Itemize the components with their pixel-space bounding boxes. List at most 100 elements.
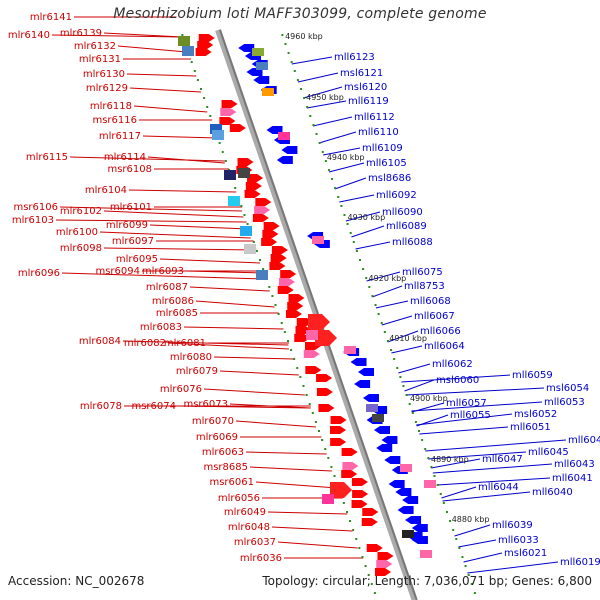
leader-line (427, 451, 527, 460)
leader-line (99, 231, 251, 239)
forward-gene (262, 230, 279, 238)
track-dot (209, 115, 212, 117)
reverse-gene (374, 426, 390, 434)
reverse-gene (411, 536, 428, 544)
leader-line (454, 524, 491, 537)
track-dot (234, 187, 237, 189)
feature-box (306, 330, 318, 340)
track-dot (305, 394, 308, 396)
forward-gene (277, 286, 294, 294)
reverse-gene (253, 76, 270, 84)
reverse-gene (350, 358, 367, 366)
leader-line (159, 258, 261, 264)
feature-box (240, 226, 252, 236)
forward-gene (351, 478, 368, 486)
scale-label: 4910 kbp (389, 334, 427, 343)
right-track (281, 34, 476, 594)
gene-label-right: mll6046 (568, 435, 600, 446)
gene-label-left: mlr6036 (240, 553, 282, 564)
gene-label-right: mll6067 (414, 311, 455, 322)
leader-line (128, 189, 237, 193)
leader-line (69, 156, 225, 162)
forward-gene (252, 214, 269, 222)
leader-line (463, 552, 503, 563)
track-dot (380, 322, 383, 324)
reverse-gene (395, 488, 412, 496)
track-dot (396, 367, 399, 369)
gene-label-right: mll6033 (498, 535, 539, 546)
track-dot (364, 565, 367, 567)
track-dot (302, 385, 305, 387)
track-dot (386, 340, 389, 342)
track-dot (436, 484, 439, 486)
reverse-gene (402, 496, 419, 504)
leader-line (441, 486, 477, 499)
leader-line (122, 340, 289, 346)
leader-line (213, 356, 294, 360)
gene-label-right: mll6109 (362, 143, 403, 154)
track-dot (284, 43, 287, 45)
forward-gene (269, 262, 286, 270)
gene-label-left: mlr6076 (160, 384, 202, 395)
track-dot (393, 358, 396, 360)
feature-box (224, 170, 236, 180)
track-dot (314, 421, 317, 423)
forward-gene (255, 198, 272, 206)
reverse-gene (362, 394, 379, 402)
feature-box (420, 550, 432, 558)
track-dot (303, 97, 306, 99)
scale-label: 4960 kbp (285, 32, 323, 41)
gene-label-left: mlr6093 (142, 266, 184, 277)
track-dot (439, 493, 442, 495)
forward-gene (271, 246, 288, 254)
track-dot (290, 349, 293, 351)
track-dot (290, 61, 293, 63)
track-dot (221, 151, 224, 153)
forward-gene (330, 438, 347, 446)
track-dot (309, 115, 312, 117)
feature-box (372, 414, 384, 422)
feature-box (210, 124, 222, 134)
track-dot (449, 520, 452, 522)
leader-line (55, 219, 247, 223)
gene-label-right: mll6092 (376, 190, 417, 201)
gene-label-left: msr6116 (92, 115, 137, 126)
gene-label-left: mlr6141 (30, 12, 72, 23)
track-dot (190, 61, 193, 63)
scale-label: 4900 kbp (410, 394, 448, 403)
forward-gene (342, 462, 359, 470)
leader-line (381, 315, 413, 326)
feature-box (262, 88, 274, 96)
gene-label-left: mlr6131 (79, 54, 121, 65)
track-dot (455, 538, 458, 540)
track-dot (418, 430, 420, 432)
track-dot (373, 592, 376, 594)
track-dot (424, 448, 427, 450)
leader-line (219, 370, 299, 376)
track-dot (473, 592, 476, 594)
genome-summary-text: Topology: circular; Length: 7,036,071 bp… (262, 574, 592, 588)
track-dot (203, 97, 206, 99)
leader-line (432, 463, 553, 474)
forward-gene (287, 302, 304, 310)
reverse-gene (238, 44, 255, 52)
leader-line (366, 271, 401, 282)
forward-gene (374, 568, 391, 576)
forward-gene (197, 41, 214, 49)
forward-gene (330, 416, 347, 424)
track-dot (193, 70, 196, 72)
track-dot (345, 511, 348, 513)
forward-gene (341, 448, 358, 456)
leader-line (391, 345, 423, 354)
gene-label-right: mll8753 (404, 281, 445, 292)
forward-gene (316, 374, 333, 382)
gene-label-right: mll6088 (392, 237, 433, 248)
scale-label: 4920 kbp (369, 274, 407, 283)
gene-label-left: mlr6086 (152, 296, 194, 307)
leader-line (147, 156, 225, 164)
leader-line (334, 177, 367, 190)
leader-line (126, 73, 197, 77)
leader-line (203, 388, 305, 396)
gene-label-left: mlr6118 (90, 101, 132, 112)
gene-label-left: msr8685 (203, 462, 248, 473)
